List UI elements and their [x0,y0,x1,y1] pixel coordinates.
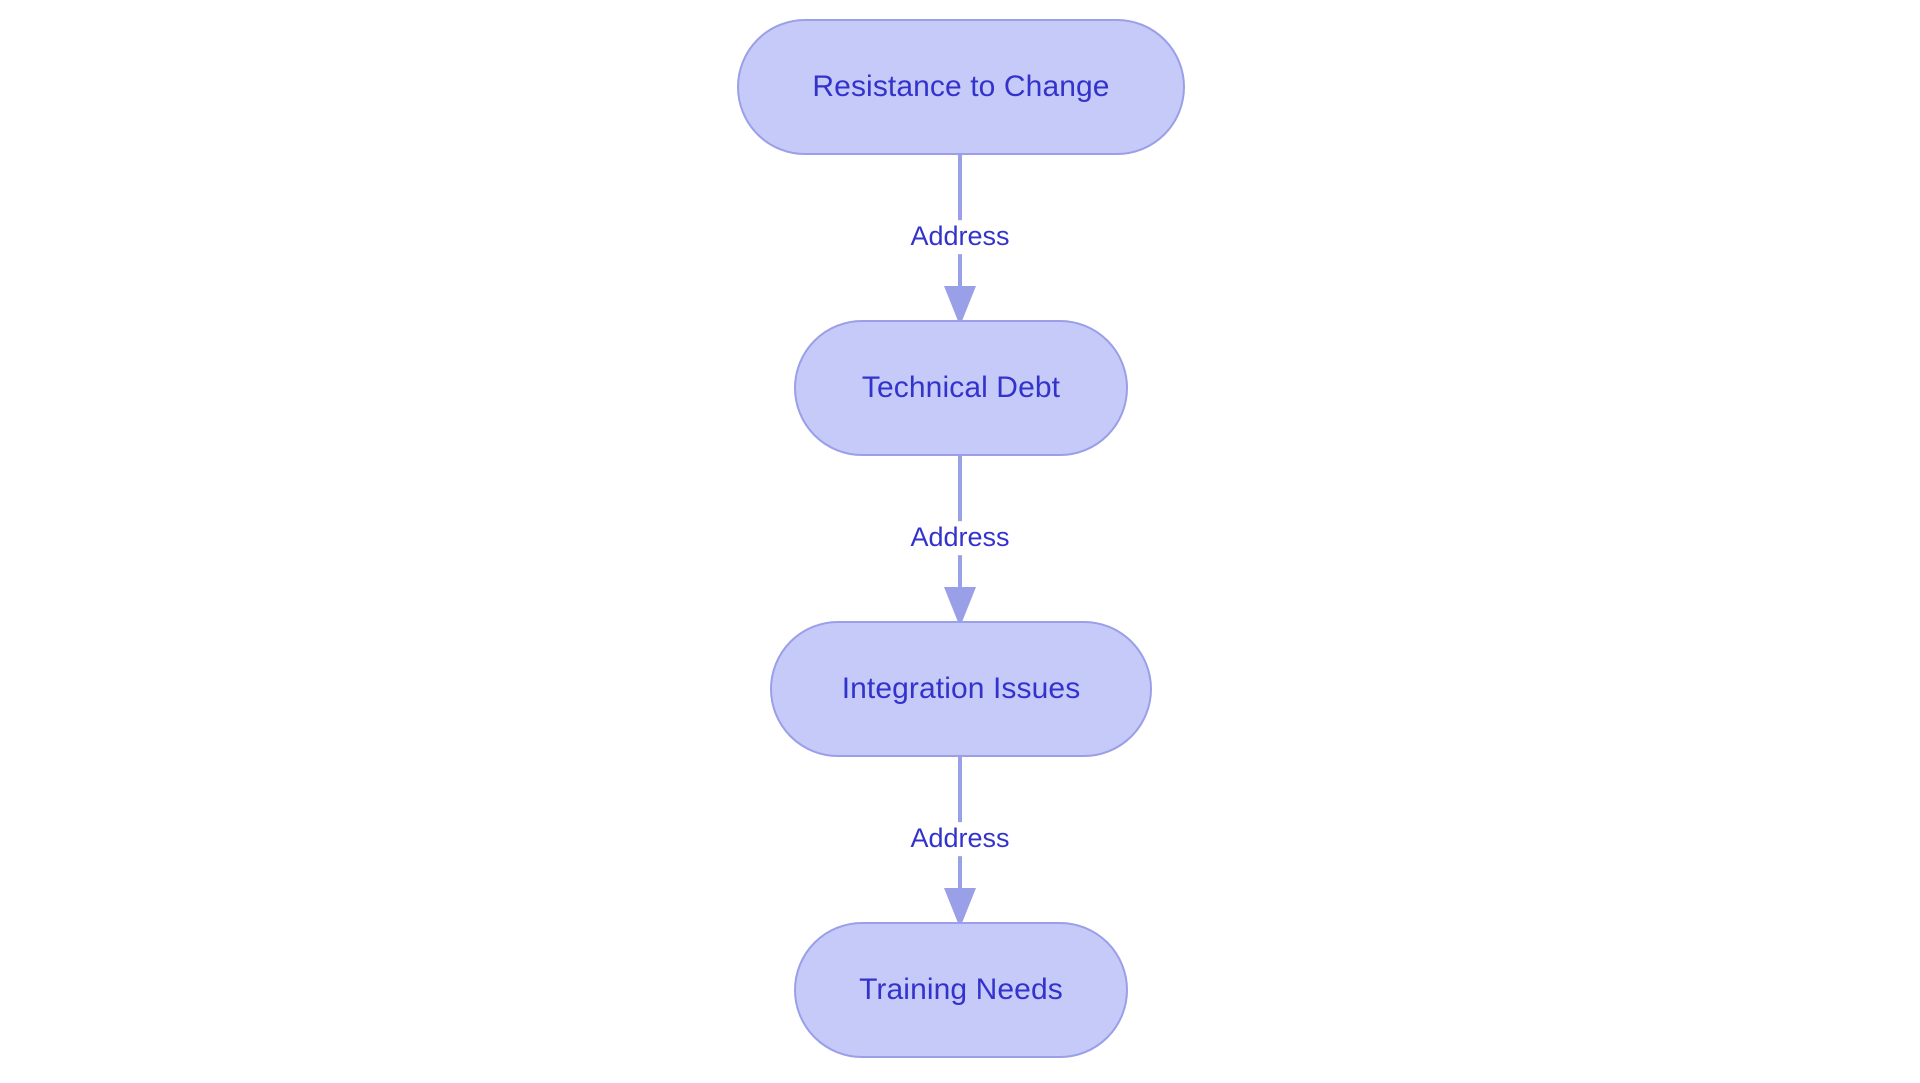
node-resistance-to-change[interactable]: Resistance to Change [737,19,1185,155]
node-label-resistance-to-change: Resistance to Change [812,70,1110,103]
edge-label-technical-to-integration: Address [902,521,1018,555]
node-label-integration-issues: Integration Issues [841,672,1081,705]
node-label-technical-debt: Technical Debt [861,371,1061,404]
edge-label-integration-to-training: Address [902,822,1018,856]
node-label-training-needs: Training Needs [859,973,1063,1006]
node-integration-issues[interactable]: Integration Issues [770,621,1152,757]
node-technical-debt[interactable]: Technical Debt [794,320,1128,456]
edge-label-resistance-to-technical: Address [902,220,1018,254]
node-training-needs[interactable]: Training Needs [794,922,1128,1058]
